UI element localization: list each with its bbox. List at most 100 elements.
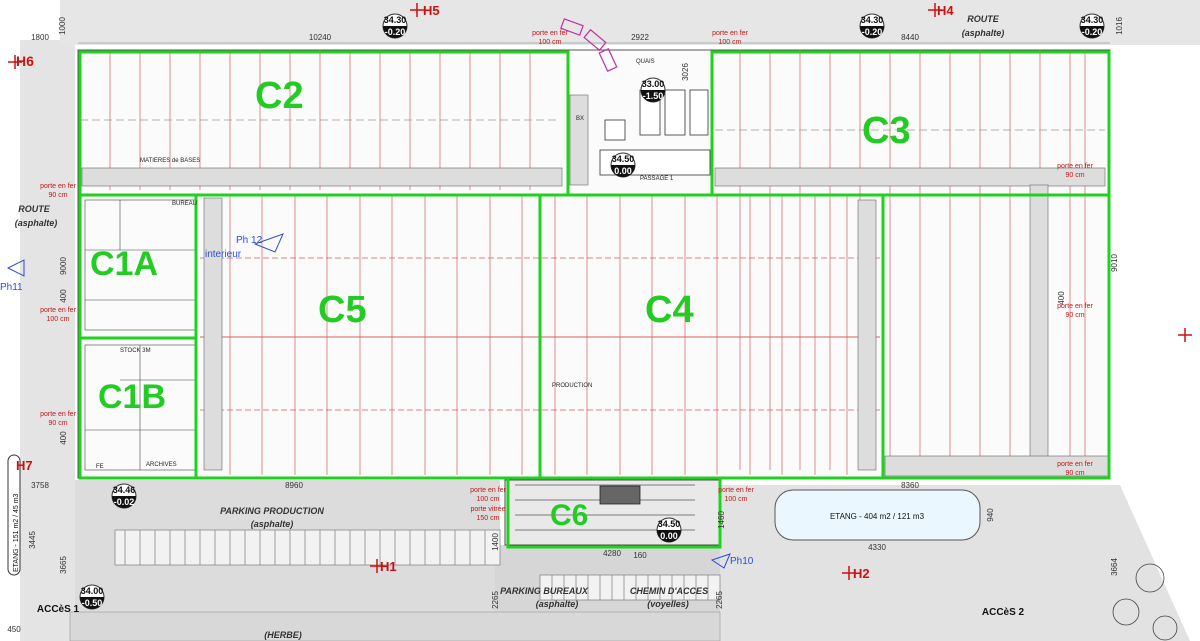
photo-ph11-label: Ph11 xyxy=(0,282,23,293)
door-label: 100 cm xyxy=(719,39,742,46)
room-label-matieres: MATIERES de BASES xyxy=(140,158,200,164)
dimension-label: 400 xyxy=(59,431,68,445)
dimension-label: 2922 xyxy=(631,33,649,42)
dimension-label: 9000 xyxy=(59,257,68,275)
svg-text:34.30: 34.30 xyxy=(861,15,884,25)
dimension-label: 8440 xyxy=(901,33,919,42)
pond-main-label: ETANG - 404 m2 / 121 m3 xyxy=(830,512,925,521)
zone-label-c6: C6 xyxy=(550,499,588,532)
parking-production-label: PARKING PRODUCTION xyxy=(220,506,324,516)
hydrant-h1-label: H1 xyxy=(380,559,397,574)
door-label: porte en fer xyxy=(532,30,568,37)
dimension-label: 1400 xyxy=(491,533,500,551)
level-marker: 34.50 0.00 xyxy=(656,517,682,543)
building xyxy=(77,18,1111,546)
svg-text:34.30: 34.30 xyxy=(1081,15,1104,25)
dimension-label: 1016 xyxy=(1115,17,1124,35)
parking-production-sub: (asphalte) xyxy=(251,519,294,529)
dimension-label: 2265 xyxy=(491,591,500,609)
door-label: porte en fer xyxy=(40,183,76,190)
acces1-label: ACCèS 1 xyxy=(37,604,80,615)
dimension-label: 8960 xyxy=(285,481,303,490)
zone-outlines xyxy=(78,50,1111,549)
hydrant-h2-label: H2 xyxy=(853,566,870,581)
zone-label-c5: C5 xyxy=(318,289,367,331)
dimension-label: 3664 xyxy=(1110,558,1119,576)
herbe-label: (HERBE) xyxy=(264,630,302,640)
parking-bureaux-label: PARKING BUREAUX xyxy=(500,586,589,596)
dimension-label: 9010 xyxy=(1110,254,1119,272)
zone-labels: C2 C3 C1A C5 C4 C1B C6 xyxy=(90,75,911,532)
room-label-passage: PASSAGE 1 xyxy=(640,176,674,182)
door-label: 90 cm xyxy=(48,420,67,427)
door-label: 90 cm xyxy=(1065,312,1084,319)
hydrant-h5-label: H5 xyxy=(423,3,440,18)
svg-text:34.30: 34.30 xyxy=(384,15,407,25)
door-label: porte en fer xyxy=(470,487,506,494)
road-label-top-sub: (asphalte) xyxy=(962,28,1005,38)
level-marker: 34.30-0.20 xyxy=(382,13,408,39)
acces2-label: ACCèS 2 xyxy=(982,607,1025,618)
room-label-stock: STOCK 3M xyxy=(120,348,151,354)
road-label-left-sub: (asphalte) xyxy=(15,218,58,228)
door-label: porte en fer xyxy=(1057,303,1093,310)
dimension-label: 940 xyxy=(986,508,995,522)
svg-text:0.00: 0.00 xyxy=(660,531,678,541)
photo-markers: Ph11 Ph 12 interieur Ph10 xyxy=(0,233,754,569)
photo-ph12-sub: interieur xyxy=(205,249,242,260)
svg-text:-0.20: -0.20 xyxy=(862,27,883,37)
dimension-label: 3758 xyxy=(31,481,49,490)
room-labels: MATIERES de BASES QUAIS PASSAGE 1 PRODUC… xyxy=(96,59,674,470)
trees xyxy=(1112,563,1178,641)
dimension-label: 160 xyxy=(633,551,647,560)
door-label: 100 cm xyxy=(725,496,748,503)
door-label: porte en fer xyxy=(712,30,748,37)
svg-text:0.00: 0.00 xyxy=(614,166,632,176)
dimensions: 1800 1000 10240 2922 8440 1016 3026 9000… xyxy=(7,17,1124,634)
door-label: 100 cm xyxy=(477,496,500,503)
svg-text:-0.02: -0.02 xyxy=(114,497,135,507)
dimension-label: 400 xyxy=(59,289,68,303)
hydrant-h5: H5 xyxy=(410,3,440,18)
dimension-label: 4280 xyxy=(603,549,621,558)
pond-left-label: ETANG - 151 m2 / 45 m3 xyxy=(13,493,20,572)
door-label: porte en fer xyxy=(40,411,76,418)
parking-stalls xyxy=(114,529,721,601)
dimension-label: 400 xyxy=(1057,291,1066,305)
photo-ph10-label: Ph10 xyxy=(730,556,754,567)
dimension-label: 3026 xyxy=(681,63,690,81)
svg-text:-0.20: -0.20 xyxy=(1082,27,1103,37)
hydrant-h1: H1 xyxy=(370,559,397,574)
svg-text:-0.50: -0.50 xyxy=(82,598,103,608)
dimension-label: 3445 xyxy=(28,531,37,549)
level-marker: 34.00-0.50 xyxy=(79,584,105,610)
hydrant-h4-label: H4 xyxy=(937,3,954,18)
room-label-archives: ARCHIVES xyxy=(146,462,177,468)
dimension-label: 450 xyxy=(7,625,21,634)
level-marker: 33.00-1.50 xyxy=(640,77,666,103)
room-label-production: PRODUCTION xyxy=(552,383,592,389)
door-label: porte en fer xyxy=(1057,163,1093,170)
svg-text:34.50: 34.50 xyxy=(658,519,681,529)
chemin-label: CHEMIN D'ACCES xyxy=(630,586,708,596)
level-marker: 34.30 -0.20 xyxy=(859,13,885,39)
svg-text:33.00: 33.00 xyxy=(642,79,665,89)
dimension-label: 8360 xyxy=(901,481,919,490)
door-label: 100 cm xyxy=(47,316,70,323)
zone-c6-outline xyxy=(506,476,722,549)
room-label-quais: QUAIS xyxy=(636,59,655,65)
hydrant-h7-label: H7 xyxy=(16,458,33,473)
room-label-fe: FE xyxy=(96,464,104,470)
dimension-label: 1800 xyxy=(31,33,49,42)
chemin-sub: (voyelles) xyxy=(647,599,689,609)
level-marker: 34.46-0.02 xyxy=(111,483,137,509)
room-label-bureau: BUREAU xyxy=(172,201,197,207)
parking-bureaux-sub: (asphalte) xyxy=(536,599,579,609)
door-label: porte vitrée xyxy=(470,506,505,513)
dimension-label: 4330 xyxy=(868,543,886,552)
door-label: 90 cm xyxy=(1065,470,1084,477)
dimension-label: 1460 xyxy=(717,511,726,529)
ponds: ETANG - 404 m2 / 121 m3 ETANG - 151 m2 /… xyxy=(13,489,981,572)
door-label: 90 cm xyxy=(48,192,67,199)
